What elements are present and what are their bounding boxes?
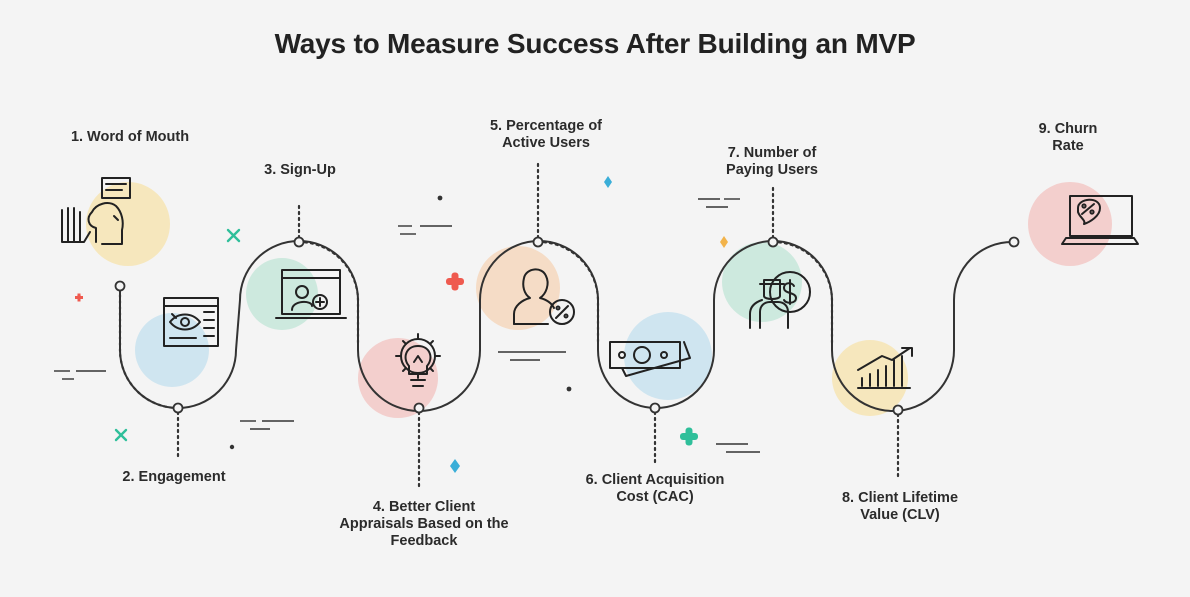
node-8	[892, 404, 904, 416]
step-4-line-2: Appraisals Based on the	[339, 516, 509, 532]
lightbulb-gear-icon	[395, 333, 441, 387]
blob-1	[86, 182, 170, 266]
blue-diamond-2	[450, 459, 460, 473]
page-title: Ways to Measure Success After Building a…	[274, 28, 916, 59]
step-5-label: 5. Percentage of Active Users	[470, 118, 622, 152]
decor-dashes	[54, 198, 760, 453]
step-1-line-1: 1. Word of Mouth	[70, 129, 190, 145]
node-2	[172, 402, 184, 414]
step-9-line-2: Rate	[1052, 138, 1084, 154]
step-1-label: 1. Word of Mouth	[62, 129, 198, 146]
decor-dots	[229, 195, 572, 450]
blue-diamond-1	[604, 176, 612, 188]
orange-diamond	[720, 236, 728, 248]
node-9	[1008, 236, 1020, 248]
step-9-label: 9. Churn Rate	[1022, 121, 1114, 155]
blob-5	[476, 246, 560, 330]
blob-6	[624, 312, 712, 400]
step-9-line-1: 9. Churn	[1038, 121, 1098, 137]
step-6-line-1: 6. Client Acquisition	[585, 472, 725, 488]
engagement-eye-icon	[163, 297, 219, 347]
step-7-label: 7. Number of Paying Users	[708, 145, 836, 179]
step-6-label: 6. Client Acquisition Cost (CAC)	[570, 472, 740, 506]
node-6	[649, 402, 661, 414]
sign-up-monitor-icon	[275, 269, 347, 319]
growth-chart-icon	[857, 347, 913, 389]
step-7-line-1: 7. Number of	[727, 145, 817, 161]
word-of-mouth-icon	[61, 177, 131, 245]
step-2-label: 2. Engagement	[104, 469, 244, 486]
blob-2	[135, 313, 209, 387]
step-4-line-1: 4. Better Client	[372, 499, 476, 515]
node-1	[114, 280, 126, 292]
user-percent-icon	[513, 268, 575, 325]
step-8-line-2: Value (CLV)	[860, 507, 940, 523]
money-bills-icon	[609, 341, 691, 377]
step-2-line-1: 2. Engagement	[122, 469, 226, 485]
step-6-line-2: Cost (CAC)	[616, 489, 694, 505]
blob-4	[358, 338, 438, 418]
churn-laptop-icon	[1061, 195, 1139, 245]
step-8-label: 8. Client Lifetime Value (CLV)	[828, 490, 972, 524]
node-5	[532, 236, 544, 248]
dots-1	[118, 293, 180, 410]
step-3-line-1: 3. Sign-Up	[264, 162, 336, 178]
teal-x-mark	[114, 228, 241, 442]
step-8-line-1: 8. Client Lifetime	[841, 490, 959, 506]
step-3-label: 3. Sign-Up	[244, 162, 356, 179]
teal-plus-large	[680, 427, 698, 446]
step-7-line-2: Paying Users	[726, 162, 818, 178]
red-plus-large	[446, 272, 464, 291]
decor-marks	[75, 176, 728, 473]
paying-user-icon	[749, 271, 811, 329]
step-4-line-3: Feedback	[390, 533, 458, 549]
step-5-line-1: 5. Percentage of	[489, 118, 602, 134]
node-7	[767, 236, 779, 248]
node-3	[293, 236, 305, 248]
dots-7b	[771, 240, 834, 347]
nodes	[114, 236, 1020, 416]
dots-3b	[297, 240, 360, 347]
dots-5b	[536, 240, 600, 347]
node-4	[413, 402, 425, 414]
step-5-line-2: Active Users	[502, 135, 590, 151]
dotted-connectors	[118, 160, 900, 492]
step-4-label: 4. Better Client Appraisals Based on the…	[324, 499, 524, 550]
